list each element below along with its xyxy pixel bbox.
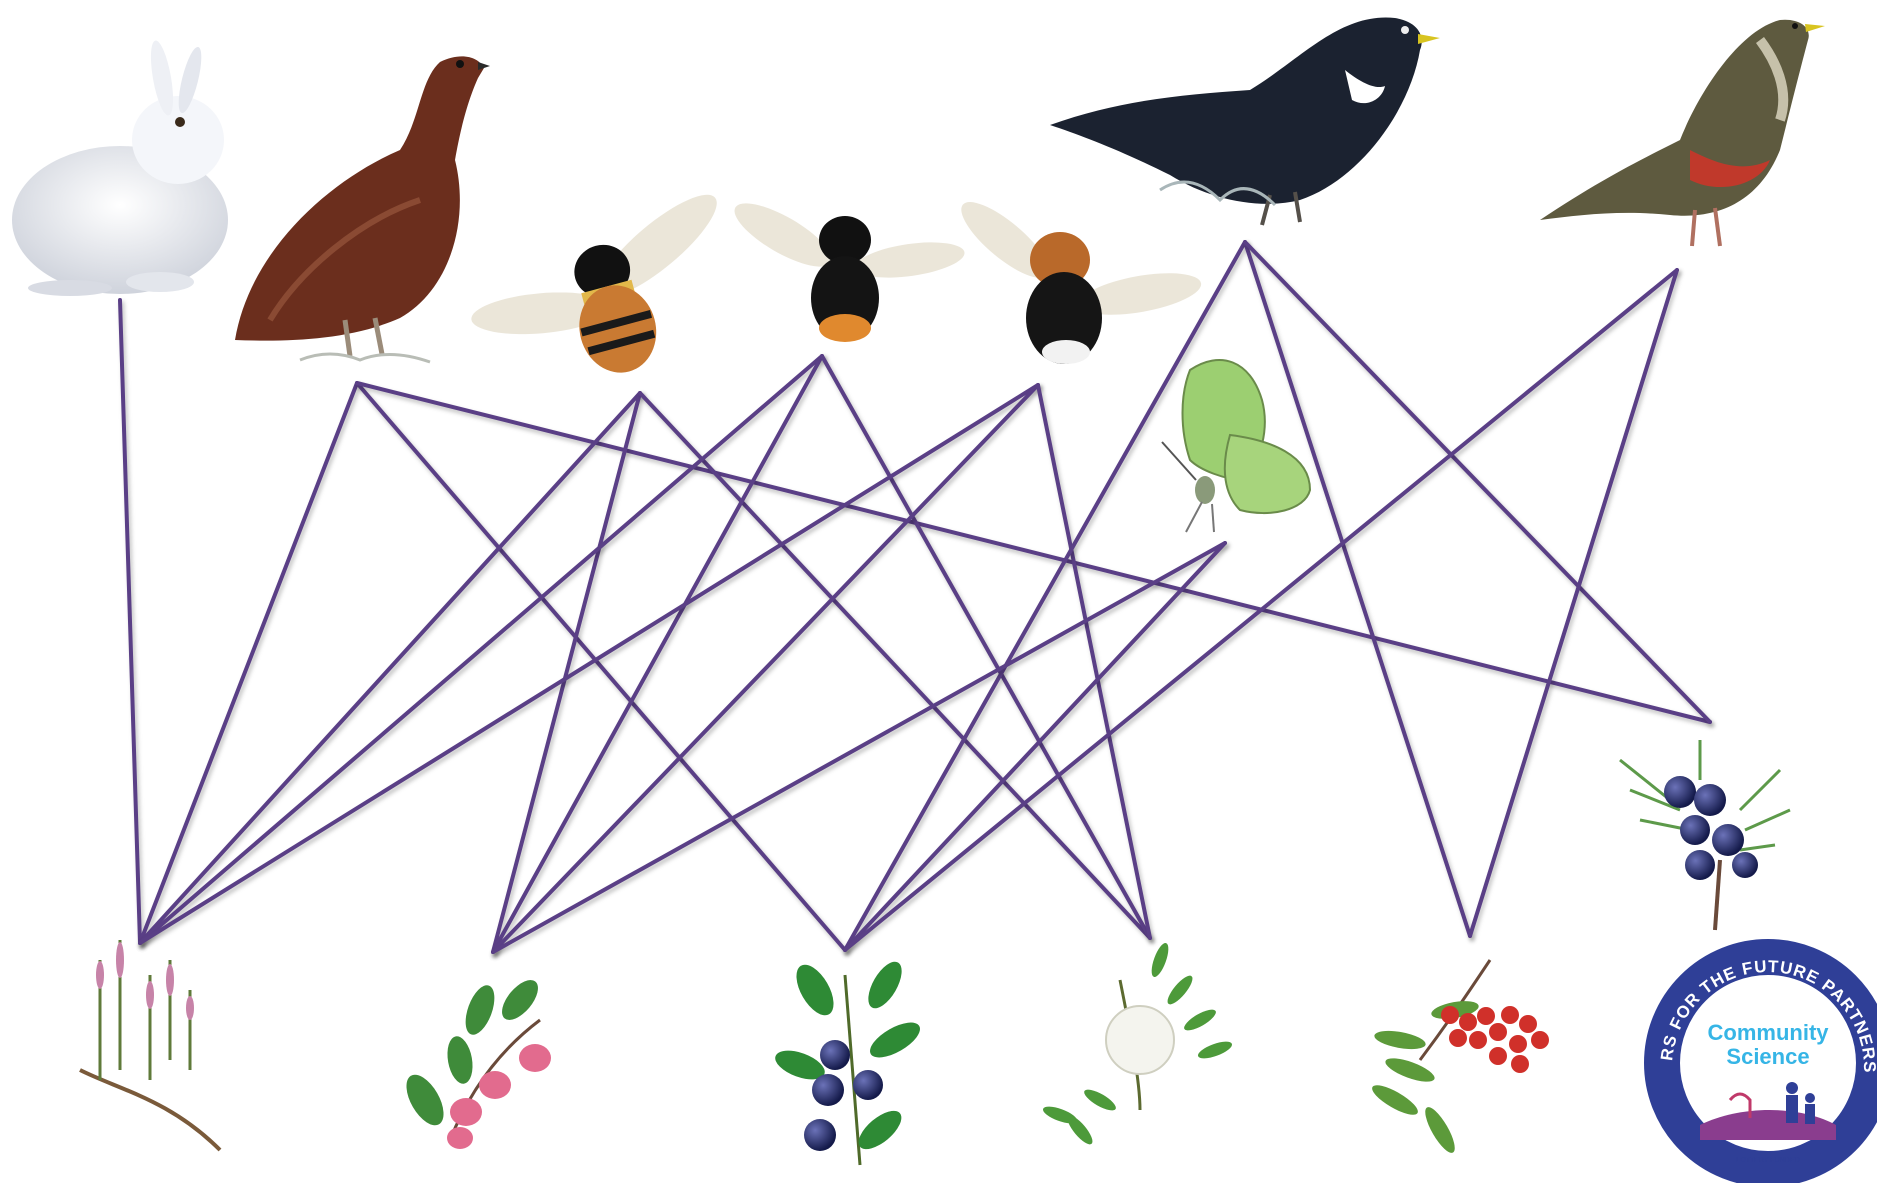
cowberry-icon — [399, 974, 551, 1149]
food-web-link-red-grouse-heather — [140, 383, 357, 943]
food-web-links — [120, 242, 1710, 952]
ring-ouzel-icon — [1050, 17, 1440, 225]
food-web-link-red-grouse-bilberry — [357, 383, 845, 950]
food-web-link-green-hairstreak-cowberry — [493, 543, 1225, 952]
food-web-link-bumblebee-1-cowberry — [493, 393, 640, 952]
logo-line-community: Community — [1708, 1020, 1830, 1045]
logo-footer-text: LOTTERY FUNDED — [1736, 1157, 1799, 1164]
food-web-link-bumblebee-3-heather — [140, 385, 1038, 943]
food-web-link-ring-ouzel-juniper — [1245, 242, 1710, 722]
food-web-link-green-hairstreak-bilberry — [845, 543, 1225, 950]
food-web-link-bumblebee-3-cowberry — [493, 385, 1038, 952]
bilberry-icon — [771, 956, 925, 1165]
food-web-link-mountain-hare-heather — [120, 300, 140, 943]
heather-icon — [80, 940, 220, 1150]
food-web-link-bumblebee-2-heather — [140, 356, 822, 943]
food-web-link-bumblebee-1-heather — [140, 393, 640, 943]
food-web-link-ring-ouzel-rowan-berries — [1245, 242, 1470, 936]
food-web-link-redwing-rowan-berries — [1470, 270, 1677, 936]
redwing-icon — [1540, 20, 1825, 246]
food-web-link-bumblebee-2-rowan-flowers — [822, 356, 1150, 938]
food-web-link-red-grouse-juniper — [357, 383, 1710, 722]
juniper-icon — [1620, 740, 1790, 930]
food-web-link-bumblebee-3-rowan-flowers — [1038, 385, 1150, 938]
rowan-berries-icon — [1368, 960, 1549, 1157]
mountain-hare-icon — [12, 39, 228, 296]
logo-line-science: Science — [1726, 1044, 1809, 1069]
bumblebee-icon — [449, 176, 762, 408]
green-hairstreak-butterfly-icon — [1162, 360, 1310, 532]
food-web-link-redwing-bilberry — [845, 270, 1677, 950]
food-web-link-bumblebee-2-cowberry — [493, 356, 822, 952]
red-grouse-icon — [235, 56, 490, 362]
bumblebee-icon — [951, 191, 1204, 364]
bumblebee-icon — [726, 192, 966, 342]
rowan-flowers-icon — [1041, 941, 1234, 1148]
